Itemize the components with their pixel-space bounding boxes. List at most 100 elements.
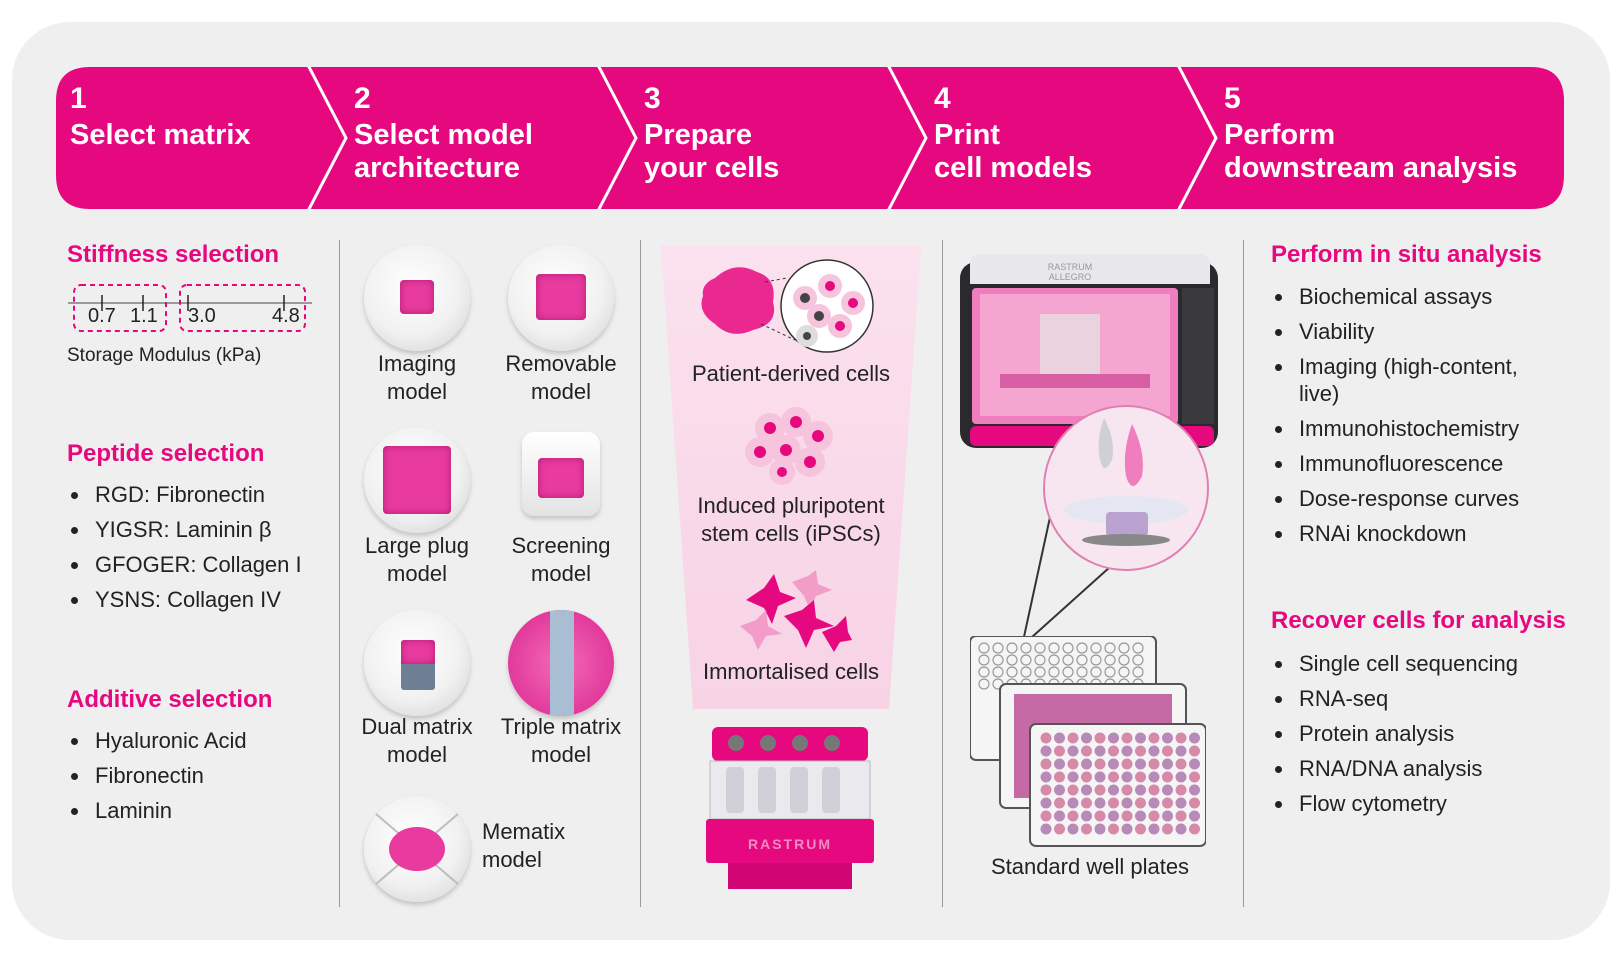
well	[1132, 642, 1144, 654]
well	[1189, 732, 1200, 744]
well	[1175, 745, 1187, 757]
step-title: architecture	[354, 152, 521, 184]
step-title: Prepare	[644, 119, 753, 151]
well	[1135, 810, 1146, 822]
well	[1175, 758, 1187, 770]
step-2: 2 Select model architecture	[354, 79, 533, 185]
list-item: Flow cytometry	[1271, 790, 1518, 817]
well	[1062, 666, 1074, 678]
well	[1162, 758, 1173, 770]
step-3: 3 Prepare your cells	[644, 79, 779, 185]
step-number: 3	[644, 82, 661, 115]
well	[1048, 666, 1060, 678]
well	[1067, 758, 1079, 770]
triple-matrix-model-icon	[508, 610, 614, 716]
step-number: 2	[354, 82, 371, 115]
caption-line: Immortalised cells	[702, 659, 880, 684]
well	[1135, 745, 1146, 757]
caption-line: stem cells (iPSCs)	[701, 521, 881, 546]
step-title: Select model	[354, 119, 533, 151]
list-item: RNA-seq	[1271, 685, 1518, 712]
printer-brand-line: RASTRUM	[1047, 262, 1093, 272]
well	[1020, 666, 1032, 678]
triple-middle-band	[550, 610, 574, 716]
step-1: 1 Select matrix	[70, 79, 251, 152]
well	[1081, 758, 1092, 770]
well	[1118, 666, 1130, 678]
mematix-inner	[375, 813, 459, 885]
tick-label: 0.7	[88, 305, 116, 327]
well	[1189, 823, 1200, 835]
well	[1040, 745, 1052, 757]
bioprinter-icon	[960, 254, 1218, 448]
column-divider	[640, 240, 641, 907]
well	[1148, 758, 1160, 770]
well	[1135, 784, 1146, 796]
well	[1189, 810, 1200, 822]
well	[1121, 823, 1133, 835]
caption-line: model	[387, 561, 447, 586]
well	[1121, 810, 1133, 822]
well	[1132, 666, 1144, 678]
model-caption: Large plug model	[342, 532, 492, 588]
well	[1081, 810, 1092, 822]
steps-arrow-band	[56, 67, 1564, 209]
well	[1108, 745, 1119, 757]
well	[992, 666, 1004, 678]
well	[1108, 758, 1119, 770]
peptide-list: RGD: Fibronectin YIGSR: Laminin β GFOGER…	[67, 481, 302, 621]
ipsc-cells-icon	[745, 407, 833, 485]
well	[1189, 797, 1200, 809]
well	[1054, 745, 1065, 757]
well	[1034, 666, 1046, 678]
caption-line: model	[531, 561, 591, 586]
step-title: cell models	[934, 152, 1092, 184]
well-plates-icon	[970, 636, 1206, 847]
well	[1148, 745, 1160, 757]
well	[1175, 732, 1187, 744]
list-item: RNA/DNA analysis	[1271, 755, 1518, 782]
insitu-list: Biochemical assays Viability Imaging (hi…	[1271, 283, 1561, 555]
list-item: Dose-response curves	[1271, 485, 1561, 512]
dual-plug-top	[401, 640, 435, 664]
well	[1189, 784, 1200, 796]
caption-line: Screening	[511, 533, 611, 558]
well	[1162, 745, 1173, 757]
well	[1062, 642, 1074, 654]
well	[1054, 732, 1065, 744]
well	[1121, 784, 1133, 796]
caption-line: Mematix	[482, 819, 566, 844]
tick-label: 1.1	[130, 305, 158, 327]
list-item: Protein analysis	[1271, 720, 1518, 747]
well	[1132, 654, 1144, 666]
well	[1081, 745, 1092, 757]
list-item: Immunofluorescence	[1271, 450, 1561, 477]
well	[1067, 732, 1079, 744]
tick-label: 3.0	[188, 305, 216, 327]
well	[1108, 771, 1119, 783]
well	[1040, 732, 1052, 744]
immortalised-cells-icon	[740, 570, 852, 652]
step-title: Perform	[1224, 119, 1336, 151]
tick-label: 4.8	[272, 305, 300, 327]
step-4: 4 Print cell models	[934, 79, 1092, 185]
insitu-heading: Perform in situ analysis	[1271, 241, 1542, 268]
well	[1090, 642, 1102, 654]
well	[1067, 810, 1079, 822]
well	[1054, 823, 1065, 835]
well	[1189, 745, 1200, 757]
caption-line: model	[531, 379, 591, 404]
removable-plug	[536, 274, 586, 320]
model-caption: Dual matrix model	[342, 713, 492, 769]
list-item: Imaging (high-content, live)	[1271, 353, 1561, 407]
well	[1040, 784, 1052, 796]
well	[1040, 823, 1052, 835]
model-caption: Imaging model	[342, 350, 492, 406]
well	[1081, 797, 1092, 809]
column-divider	[339, 240, 340, 907]
well	[1006, 654, 1018, 666]
list-item: RNAi knockdown	[1271, 520, 1561, 547]
well	[1148, 810, 1160, 822]
well	[1006, 642, 1018, 654]
well	[1040, 797, 1052, 809]
